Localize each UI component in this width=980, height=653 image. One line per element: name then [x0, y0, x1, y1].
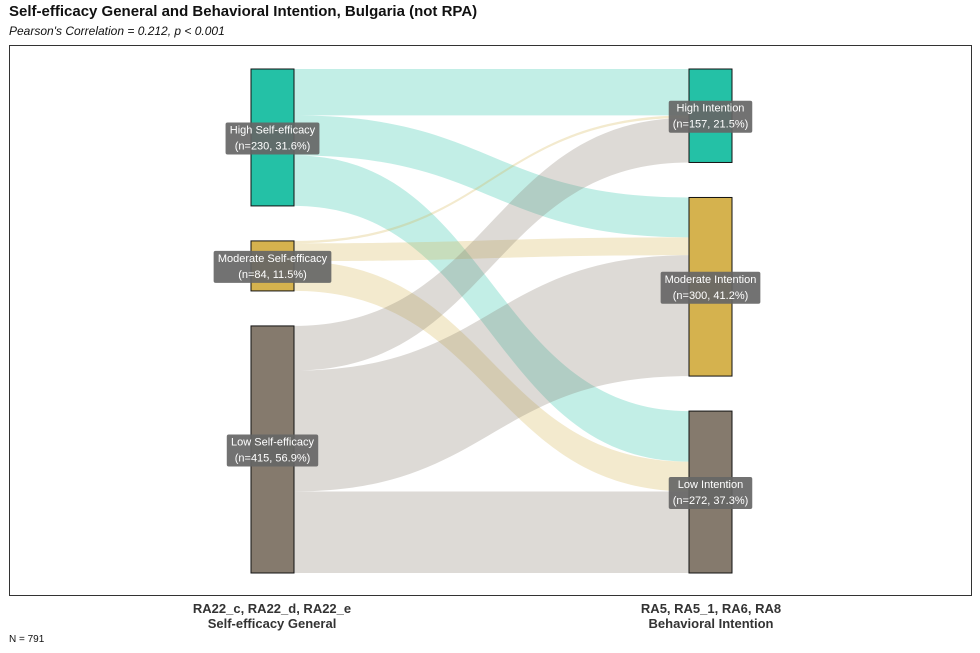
- node-label-name: High Self-efficacy: [230, 124, 316, 136]
- node-label-count: (n=272, 37.3%): [673, 495, 749, 507]
- node-label-count: (n=415, 56.9%): [235, 452, 311, 464]
- axis-label-target: RA5, RA5_1, RA6, RA8 Behavioral Intentio…: [581, 601, 841, 631]
- chart-subtitle: Pearson's Correlation = 0.212, p < 0.001: [9, 24, 225, 38]
- flow-mod_se-to-mod_bi: [294, 237, 689, 262]
- node-label-bg: [668, 100, 753, 133]
- node-label-count: (n=84, 11.5%): [238, 269, 307, 281]
- flow-mod_se-to-high_bi: [294, 115, 689, 244]
- node-label-bg: [668, 477, 753, 510]
- node-label-high_bi: High Intention (n=157, 21.5%): [668, 100, 753, 133]
- flow-high_se-to-mod_bi: [294, 115, 689, 238]
- node-label-name: High Intention: [677, 103, 745, 115]
- node-label-name: Low Self-efficacy: [231, 436, 314, 448]
- node-label-bg: [225, 122, 320, 155]
- node-label-name: Moderate Intention: [665, 274, 757, 286]
- plot-panel: [9, 45, 972, 596]
- flows-group: [294, 69, 689, 573]
- chart-title: Self-efficacy General and Behavioral Int…: [9, 3, 478, 20]
- flow-high_se-to-high_bi: [294, 69, 689, 116]
- node-label-count: (n=157, 21.5%): [673, 119, 749, 131]
- node-label-name: Moderate Self-efficacy: [218, 253, 328, 265]
- axis-source-variables: RA22_c, RA22_d, RA22_e: [192, 601, 352, 616]
- flow-mod_se-to-low_bi: [294, 261, 689, 492]
- node-label-bg: [660, 271, 761, 304]
- node-label-mod_bi: Moderate Intention (n=300, 41.2%): [660, 271, 761, 304]
- axis-label-source: RA22_c, RA22_d, RA22_e Self-efficacy Gen…: [142, 601, 402, 631]
- node-label-bg: [213, 250, 332, 283]
- node-label-mod_se: Moderate Self-efficacy (n=84, 11.5%): [213, 250, 332, 283]
- axis-target-name: Behavioral Intention: [648, 616, 774, 631]
- node-label-count: (n=300, 41.2%): [673, 290, 749, 302]
- flow-low_se-to-high_bi: [294, 117, 689, 371]
- axis-target-variables: RA5, RA5_1, RA6, RA8: [640, 601, 782, 616]
- node-label-high_se: High Self-efficacy (n=230, 31.6%): [225, 122, 320, 155]
- node-label-bg: [226, 434, 319, 467]
- sample-size-note: N = 791: [9, 634, 45, 645]
- node-label-name: Low Intention: [678, 479, 743, 491]
- axis-source-name: Self-efficacy General: [207, 616, 337, 631]
- flow-low_se-to-mod_bi: [294, 255, 689, 492]
- node-label-low_bi: Low Intention (n=272, 37.3%): [668, 477, 753, 510]
- node-label-count: (n=230, 31.6%): [235, 140, 311, 152]
- flow-high_se-to-low_bi: [294, 155, 689, 462]
- flow-low_se-to-low_bi: [294, 491, 689, 573]
- node-label-low_se: Low Self-efficacy (n=415, 56.9%): [226, 434, 319, 467]
